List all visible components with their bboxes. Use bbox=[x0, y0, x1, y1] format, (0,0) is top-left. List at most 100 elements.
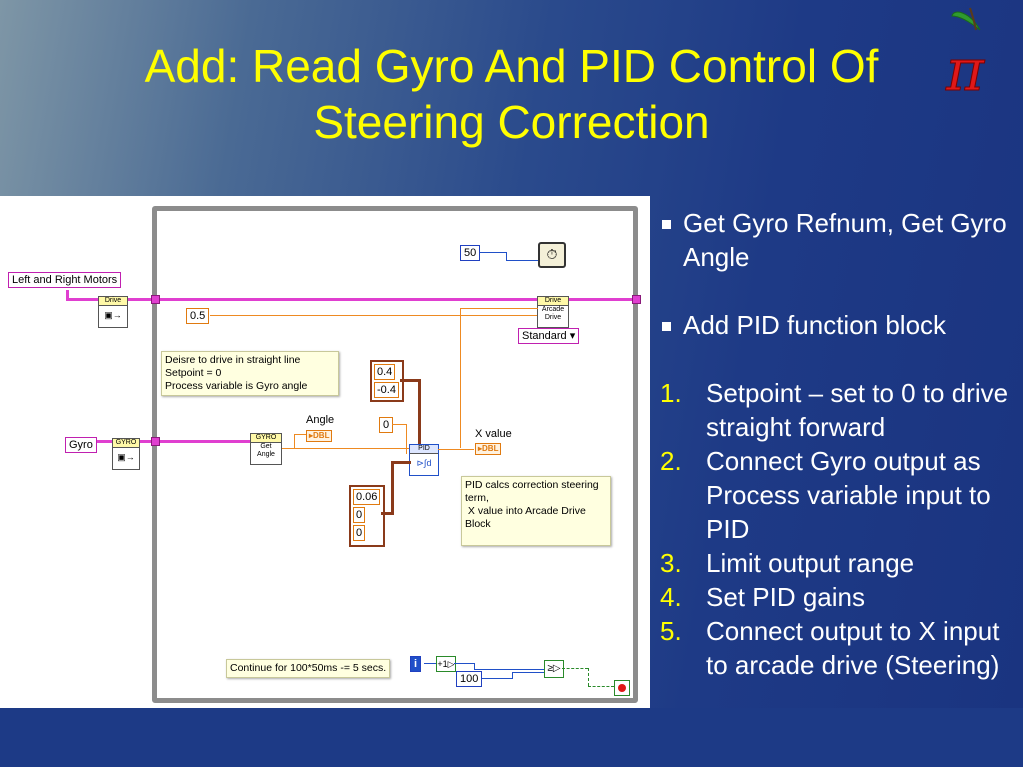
comment-line: Setpoint = 0 bbox=[165, 367, 222, 379]
motors-control[interactable]: Left and Right Motors bbox=[8, 272, 122, 288]
count-constant[interactable]: 100 bbox=[456, 671, 483, 687]
title-line-2: Steering Correction bbox=[313, 96, 710, 148]
compare-wire bbox=[474, 663, 475, 669]
bullet-item: Get Gyro Refnum, Get Gyro Angle bbox=[660, 206, 1020, 274]
comment-line: Process variable is Gyro angle bbox=[165, 380, 308, 392]
increment-icon[interactable]: +1▷ bbox=[436, 656, 456, 672]
arcade-label: Drive bbox=[538, 297, 568, 306]
motors-wire bbox=[66, 290, 69, 300]
range-wire bbox=[418, 379, 421, 449]
gyro-get-text: Angle bbox=[257, 451, 275, 458]
bullet-text: Add PID function block bbox=[683, 310, 947, 340]
wait-wire bbox=[480, 252, 506, 253]
gain-p[interactable]: 0.06 bbox=[353, 489, 381, 505]
angle-label: Angle bbox=[306, 414, 335, 426]
numbered-item: 5.Connect output to X input to arcade dr… bbox=[660, 614, 1020, 682]
arcade-drive-block[interactable]: Drive Arcade Drive bbox=[537, 296, 569, 328]
output-range-cluster[interactable]: 0.4 -0.4 bbox=[370, 360, 404, 402]
stop-wire bbox=[588, 686, 614, 687]
wait-wire bbox=[506, 260, 538, 261]
range-low[interactable]: -0.4 bbox=[374, 382, 399, 398]
gyro-get-label: GYRO bbox=[251, 434, 281, 443]
comment-line: X value into Arcade Drive bbox=[465, 505, 586, 517]
numbered-text: Limit output range bbox=[706, 548, 915, 578]
setpoint-constant[interactable]: 0 bbox=[379, 417, 394, 433]
slide-title: Add: Read Gyro And PID Control Of Steeri… bbox=[0, 38, 1023, 150]
bullet-square-icon bbox=[662, 220, 671, 229]
y-constant[interactable]: 0.5 bbox=[186, 308, 210, 324]
xvalue-indicator[interactable]: ▸DBL bbox=[475, 443, 502, 455]
numbered-text: Setpoint – set to 0 to drive straight fo… bbox=[706, 378, 1009, 442]
gyro-control[interactable]: Gyro bbox=[65, 437, 97, 453]
wait-constant[interactable]: 50 bbox=[460, 245, 481, 261]
apple-pi-logo-icon: π bbox=[940, 2, 1020, 105]
bullet-list: Get Gyro Refnum, Get Gyro Angle Add PID … bbox=[660, 206, 1020, 682]
item-number: 3. bbox=[660, 548, 682, 578]
gain-i[interactable]: 0 bbox=[353, 507, 366, 523]
gyro-refnum-block[interactable]: GYRO ▣→ bbox=[112, 438, 140, 470]
numbered-item: 4. Set PID gains bbox=[660, 580, 1020, 614]
arcade-text: Drive bbox=[544, 314, 562, 321]
item-number: 5. bbox=[660, 616, 682, 646]
pid-icon: ⊳∫d bbox=[416, 458, 432, 468]
labview-block-diagram[interactable]: Left and Right Motors Gyro Drive ▣→ GYRO… bbox=[0, 196, 650, 708]
count-wire bbox=[482, 678, 512, 679]
x-wire bbox=[460, 308, 461, 448]
item-number: 2. bbox=[660, 446, 682, 476]
iteration-terminal: i bbox=[410, 656, 422, 672]
numbered-item: 3. Limit output range bbox=[660, 546, 1020, 580]
y-wire bbox=[210, 315, 540, 316]
item-number: 4. bbox=[660, 582, 682, 612]
comment-line: Block bbox=[465, 518, 491, 530]
comment-line: Deisre to drive in straight line bbox=[165, 354, 301, 366]
svg-text:π: π bbox=[945, 36, 985, 102]
motors-wire bbox=[158, 298, 538, 301]
arcade-text: Arcade bbox=[541, 306, 565, 313]
greater-equal-icon[interactable]: ≥▷ bbox=[544, 660, 564, 678]
item-number: 1. bbox=[660, 378, 682, 408]
wait-timer-icon[interactable]: ⏱ bbox=[538, 242, 566, 268]
pid-block[interactable]: PID ⊳∫d bbox=[409, 444, 439, 476]
loop-tunnel bbox=[151, 295, 160, 304]
comment-line: PID calcs correction steering bbox=[465, 479, 599, 491]
motors-wire bbox=[566, 298, 638, 301]
comment-continue: Continue for 100*50ms -= 5 secs. bbox=[226, 659, 391, 678]
while-loop-frame[interactable] bbox=[152, 206, 638, 703]
drive-refnum-label: Drive bbox=[99, 297, 127, 306]
angle-wire bbox=[294, 434, 295, 448]
comment-setpoint: Deisre to drive in straight line Setpoin… bbox=[161, 351, 339, 396]
iteration-wire bbox=[424, 663, 436, 664]
mode-select[interactable]: Standard ▾ bbox=[518, 328, 580, 344]
comment-pid: PID calcs correction steering term, X va… bbox=[461, 476, 611, 546]
setpoint-wire bbox=[392, 424, 406, 425]
stop-light bbox=[618, 684, 626, 692]
angle-indicator[interactable]: ▸DBL bbox=[306, 430, 333, 442]
comment-line: term, bbox=[465, 492, 489, 504]
wait-wire bbox=[506, 252, 507, 260]
refnum-icon: ▣→ bbox=[117, 452, 135, 462]
compare-wire bbox=[474, 669, 544, 670]
loop-tunnel bbox=[632, 295, 641, 304]
drive-refnum-block[interactable]: Drive ▣→ bbox=[98, 296, 128, 328]
bullet-item: Add PID function block bbox=[660, 308, 1020, 342]
pid-gains-cluster[interactable]: 0.06 0 0 bbox=[349, 485, 385, 547]
gyro-get-angle-block[interactable]: GYRO Get Angle bbox=[250, 433, 282, 465]
gains-wire bbox=[381, 512, 393, 515]
gains-wire bbox=[391, 461, 411, 464]
numbered-item: 2. Connect Gyro output as Process variabl… bbox=[660, 444, 1020, 546]
angle-wire bbox=[282, 448, 410, 449]
numbered-text: Connect Gyro output as Process variable … bbox=[706, 446, 991, 544]
compare-wire bbox=[454, 663, 474, 664]
numbered-text: Set PID gains bbox=[706, 582, 865, 612]
gyro-get-text: Get bbox=[260, 443, 272, 450]
angle-wire bbox=[294, 434, 306, 435]
loop-tunnel bbox=[151, 437, 160, 446]
setpoint-wire bbox=[406, 424, 407, 454]
count-wire bbox=[512, 672, 544, 673]
title-line-1: Add: Read Gyro And PID Control Of bbox=[144, 40, 879, 92]
gain-d[interactable]: 0 bbox=[353, 525, 366, 541]
range-high[interactable]: 0.4 bbox=[374, 364, 396, 380]
count-wire bbox=[512, 672, 513, 679]
stop-terminal-icon[interactable] bbox=[614, 680, 630, 696]
gyro-refnum-label: GYRO bbox=[113, 439, 139, 448]
